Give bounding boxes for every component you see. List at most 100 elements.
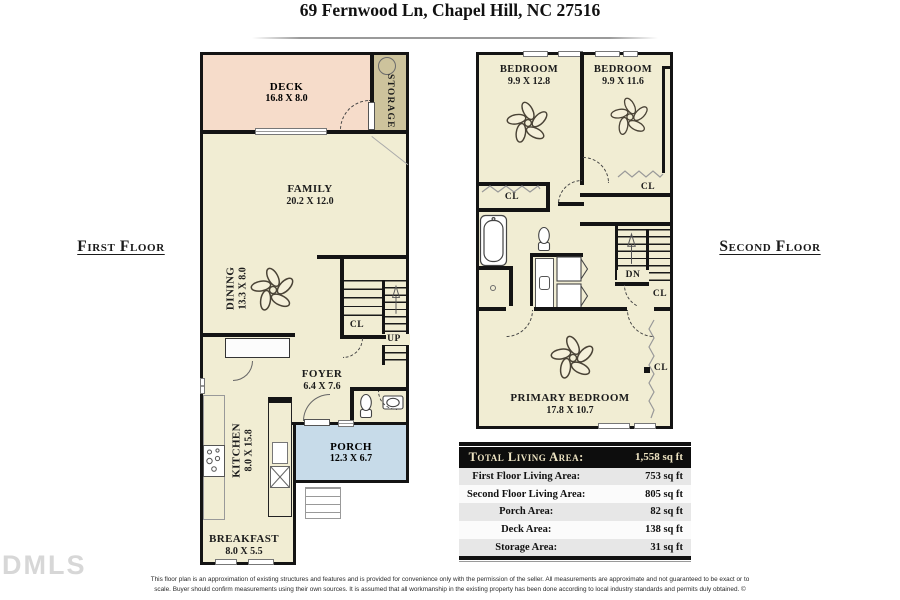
row-label: Storage Area: bbox=[495, 542, 558, 554]
stair-left-wall bbox=[340, 255, 344, 338]
table-bottom-border bbox=[459, 556, 691, 560]
side-window bbox=[200, 378, 205, 394]
table-top-border bbox=[459, 442, 691, 446]
deck-label: DECK bbox=[269, 81, 304, 93]
breakfast-window-1 bbox=[215, 559, 237, 565]
closet-bottom-wall bbox=[580, 193, 673, 197]
left-closet-bottom-wall bbox=[476, 208, 549, 212]
second-floor-label: Second Floor bbox=[719, 238, 821, 255]
stairs-up-label: UP bbox=[378, 334, 410, 346]
foyer-name: FOYER bbox=[301, 368, 343, 380]
family-dims: 20.2 X 12.0 bbox=[286, 195, 334, 207]
stair-left-wall bbox=[615, 222, 618, 280]
porch-name: PORCH bbox=[330, 441, 372, 453]
under-stair-wall bbox=[615, 282, 649, 286]
table-bottom-line bbox=[459, 561, 691, 563]
kitchen-dims: 8.0 X 15.8 bbox=[243, 429, 255, 472]
bedroom-divider-wall bbox=[580, 52, 584, 185]
page-title: 69 Fernwood Ln, Chapel Hill, NC 27516 bbox=[299, 0, 601, 20]
left-closet-top-wall bbox=[476, 182, 549, 186]
bedroom-left-dims: 9.9 X 12.8 bbox=[507, 76, 551, 88]
dining-kitchen-wall bbox=[200, 333, 295, 337]
right-closet-wall bbox=[662, 66, 665, 173]
stair-treads-right bbox=[649, 229, 670, 286]
first-floor-plan: DECK 16.8 X 8.0 STORAGE FAMILY 20.2 X 12… bbox=[200, 52, 410, 565]
dining-room-label: DINING 13.3 X 8.0 bbox=[225, 240, 250, 336]
dmls-watermark: DMLS bbox=[2, 550, 87, 580]
dining-dims: 13.3 X 8.0 bbox=[237, 267, 249, 310]
bedroom-window-4 bbox=[623, 51, 638, 57]
stair-top-wall bbox=[317, 255, 409, 259]
bifold-door-icon bbox=[617, 170, 664, 178]
island-sink bbox=[272, 442, 288, 464]
row-value: 82 sq ft bbox=[650, 506, 683, 518]
stair-rail bbox=[646, 229, 649, 279]
row-value: 805 sq ft bbox=[645, 488, 683, 500]
bedroom-window-1 bbox=[523, 51, 548, 57]
disclaimer-text: This floor plan is an approximation of e… bbox=[100, 575, 800, 596]
washer-dryer-icon bbox=[556, 256, 589, 309]
kitchen-label: KITCHEN 8.0 X 15.8 bbox=[231, 398, 256, 502]
ceiling-fan-icon bbox=[505, 99, 551, 144]
first-floor-label: First Floor bbox=[77, 238, 165, 255]
breakfast-label: BREAKFAST 8.0 X 5.5 bbox=[194, 533, 294, 558]
right-closet-stub bbox=[662, 66, 673, 69]
row-value: 138 sq ft bbox=[645, 524, 683, 536]
left-closet-label: CL bbox=[504, 192, 520, 202]
family-name: FAMILY bbox=[287, 183, 333, 195]
kitchen-name: KITCHEN bbox=[230, 423, 243, 478]
storage-label: STORAGE bbox=[385, 74, 395, 129]
stair-rail bbox=[382, 280, 385, 365]
porch-area: PORCH 12.3 X 6.7 bbox=[293, 422, 409, 483]
stair-closet-label: CL bbox=[349, 320, 365, 330]
disclaimer-line-2: scale. Buyer should confirm measurements… bbox=[154, 586, 746, 594]
primary-closet-label: CL bbox=[653, 363, 669, 373]
table-row: Deck Area: 138 sq ft bbox=[459, 520, 691, 539]
breakfast-dims: 8.0 X 5.5 bbox=[225, 545, 263, 557]
hall-closet-label: CL bbox=[652, 289, 668, 299]
vanity-top-wall bbox=[530, 253, 583, 257]
vanity-left-wall bbox=[530, 253, 533, 310]
deck-window bbox=[255, 128, 327, 135]
table-row: Second Floor Living Area: 805 sq ft bbox=[459, 485, 691, 504]
dining-name: DINING bbox=[224, 266, 237, 311]
foyer-dims: 6.4 X 7.6 bbox=[303, 380, 341, 392]
bathtub-icon bbox=[479, 214, 508, 267]
porch-dims: 12.3 X 6.7 bbox=[329, 453, 373, 464]
ceiling-fan-icon bbox=[249, 265, 297, 312]
primary-top-wall bbox=[476, 307, 673, 311]
area-summary-table: Total Living Area: 1,558 sq ft First Flo… bbox=[459, 442, 691, 563]
toilet-icon bbox=[537, 226, 551, 252]
title-divider bbox=[252, 37, 658, 39]
family-room-label: FAMILY 20.2 X 12.0 bbox=[240, 183, 380, 208]
toilet-icon bbox=[359, 393, 373, 419]
bedroom-left-name: BEDROOM bbox=[499, 64, 559, 75]
shower-wall bbox=[509, 266, 513, 310]
bedroom-right-label: BEDROOM 9.9 X 11.6 bbox=[586, 64, 660, 88]
tub-bottom-wall bbox=[476, 266, 512, 270]
table-row: Porch Area: 82 sq ft bbox=[459, 503, 691, 521]
row-value: 753 sq ft bbox=[645, 470, 683, 482]
refrigerator-icon bbox=[270, 466, 290, 488]
table-header-row: Total Living Area: 1,558 sq ft bbox=[459, 446, 691, 468]
deck-storage-wall bbox=[370, 52, 374, 133]
powder-room-left-wall bbox=[350, 387, 354, 425]
stair-closet-wall bbox=[340, 335, 386, 339]
stair-treads-left bbox=[344, 280, 382, 316]
storage-light-icon bbox=[378, 57, 396, 75]
foyer-label: FOYER 6.4 X 7.6 bbox=[272, 368, 372, 393]
bifold-door-icon bbox=[648, 319, 655, 419]
breakfast-window-2 bbox=[248, 559, 274, 565]
stair-top-wall bbox=[580, 222, 673, 226]
left-closet-side-wall bbox=[546, 182, 550, 212]
row-label: Porch Area: bbox=[499, 506, 554, 518]
table-row: First Floor Living Area: 753 sq ft bbox=[459, 467, 691, 486]
row-label: First Floor Living Area: bbox=[472, 470, 581, 482]
stove-icon bbox=[203, 445, 225, 477]
disclaimer-line-1: This floor plan is an approximation of e… bbox=[150, 576, 750, 583]
row-value: 31 sq ft bbox=[650, 542, 683, 554]
porch-window bbox=[338, 420, 354, 427]
stair-up-arrow-icon bbox=[627, 233, 636, 265]
breakfast-name: BREAKFAST bbox=[208, 533, 280, 545]
